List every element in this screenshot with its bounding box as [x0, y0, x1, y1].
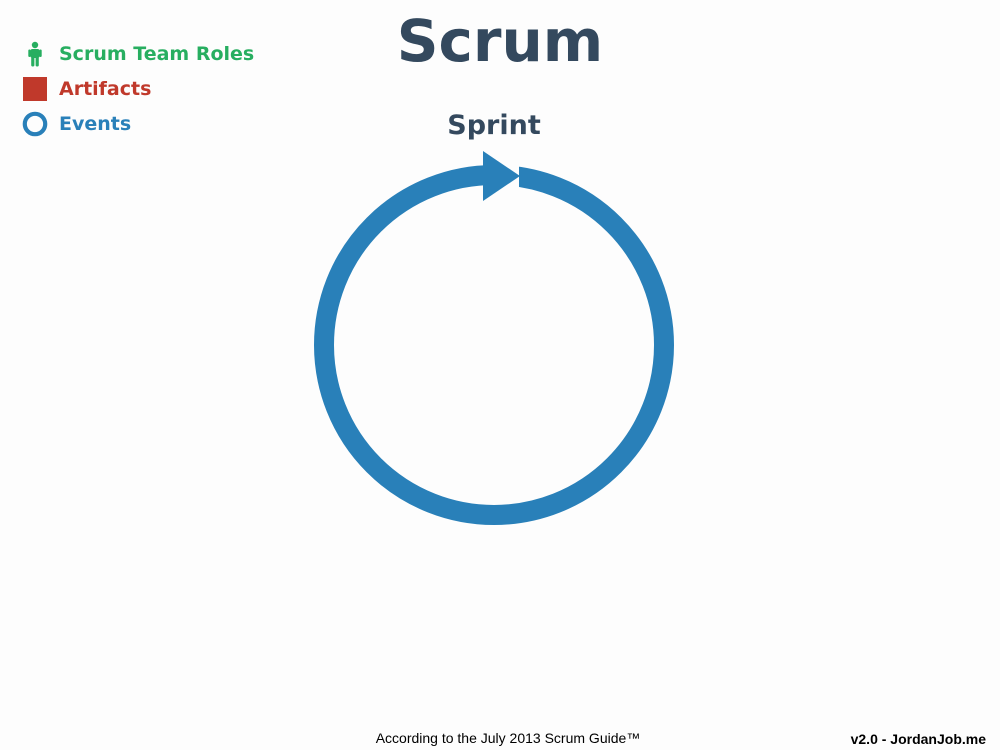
sprint-cycle-arrowhead	[483, 151, 520, 201]
legend-label-events: Events	[59, 112, 132, 135]
square-icon	[22, 76, 48, 102]
legend-item-artifacts: Artifacts	[22, 71, 254, 106]
footer-source: According to the July 2013 Scrum Guide™	[375, 730, 641, 746]
legend-label-artifacts: Artifacts	[59, 77, 152, 100]
ring-icon	[22, 111, 48, 137]
legend-item-roles: Scrum Team Roles	[22, 36, 254, 71]
sprint-label: Sprint	[447, 110, 541, 141]
sprint-cycle-ring	[314, 165, 674, 525]
person-icon	[22, 41, 48, 67]
legend: Scrum Team Roles Artifacts Events	[22, 36, 254, 141]
page-title: Scrum	[396, 7, 604, 75]
legend-item-events: Events	[22, 106, 254, 141]
legend-label-roles: Scrum Team Roles	[59, 42, 255, 65]
footer-version: v2.0 - JordanJob.me	[850, 731, 986, 747]
